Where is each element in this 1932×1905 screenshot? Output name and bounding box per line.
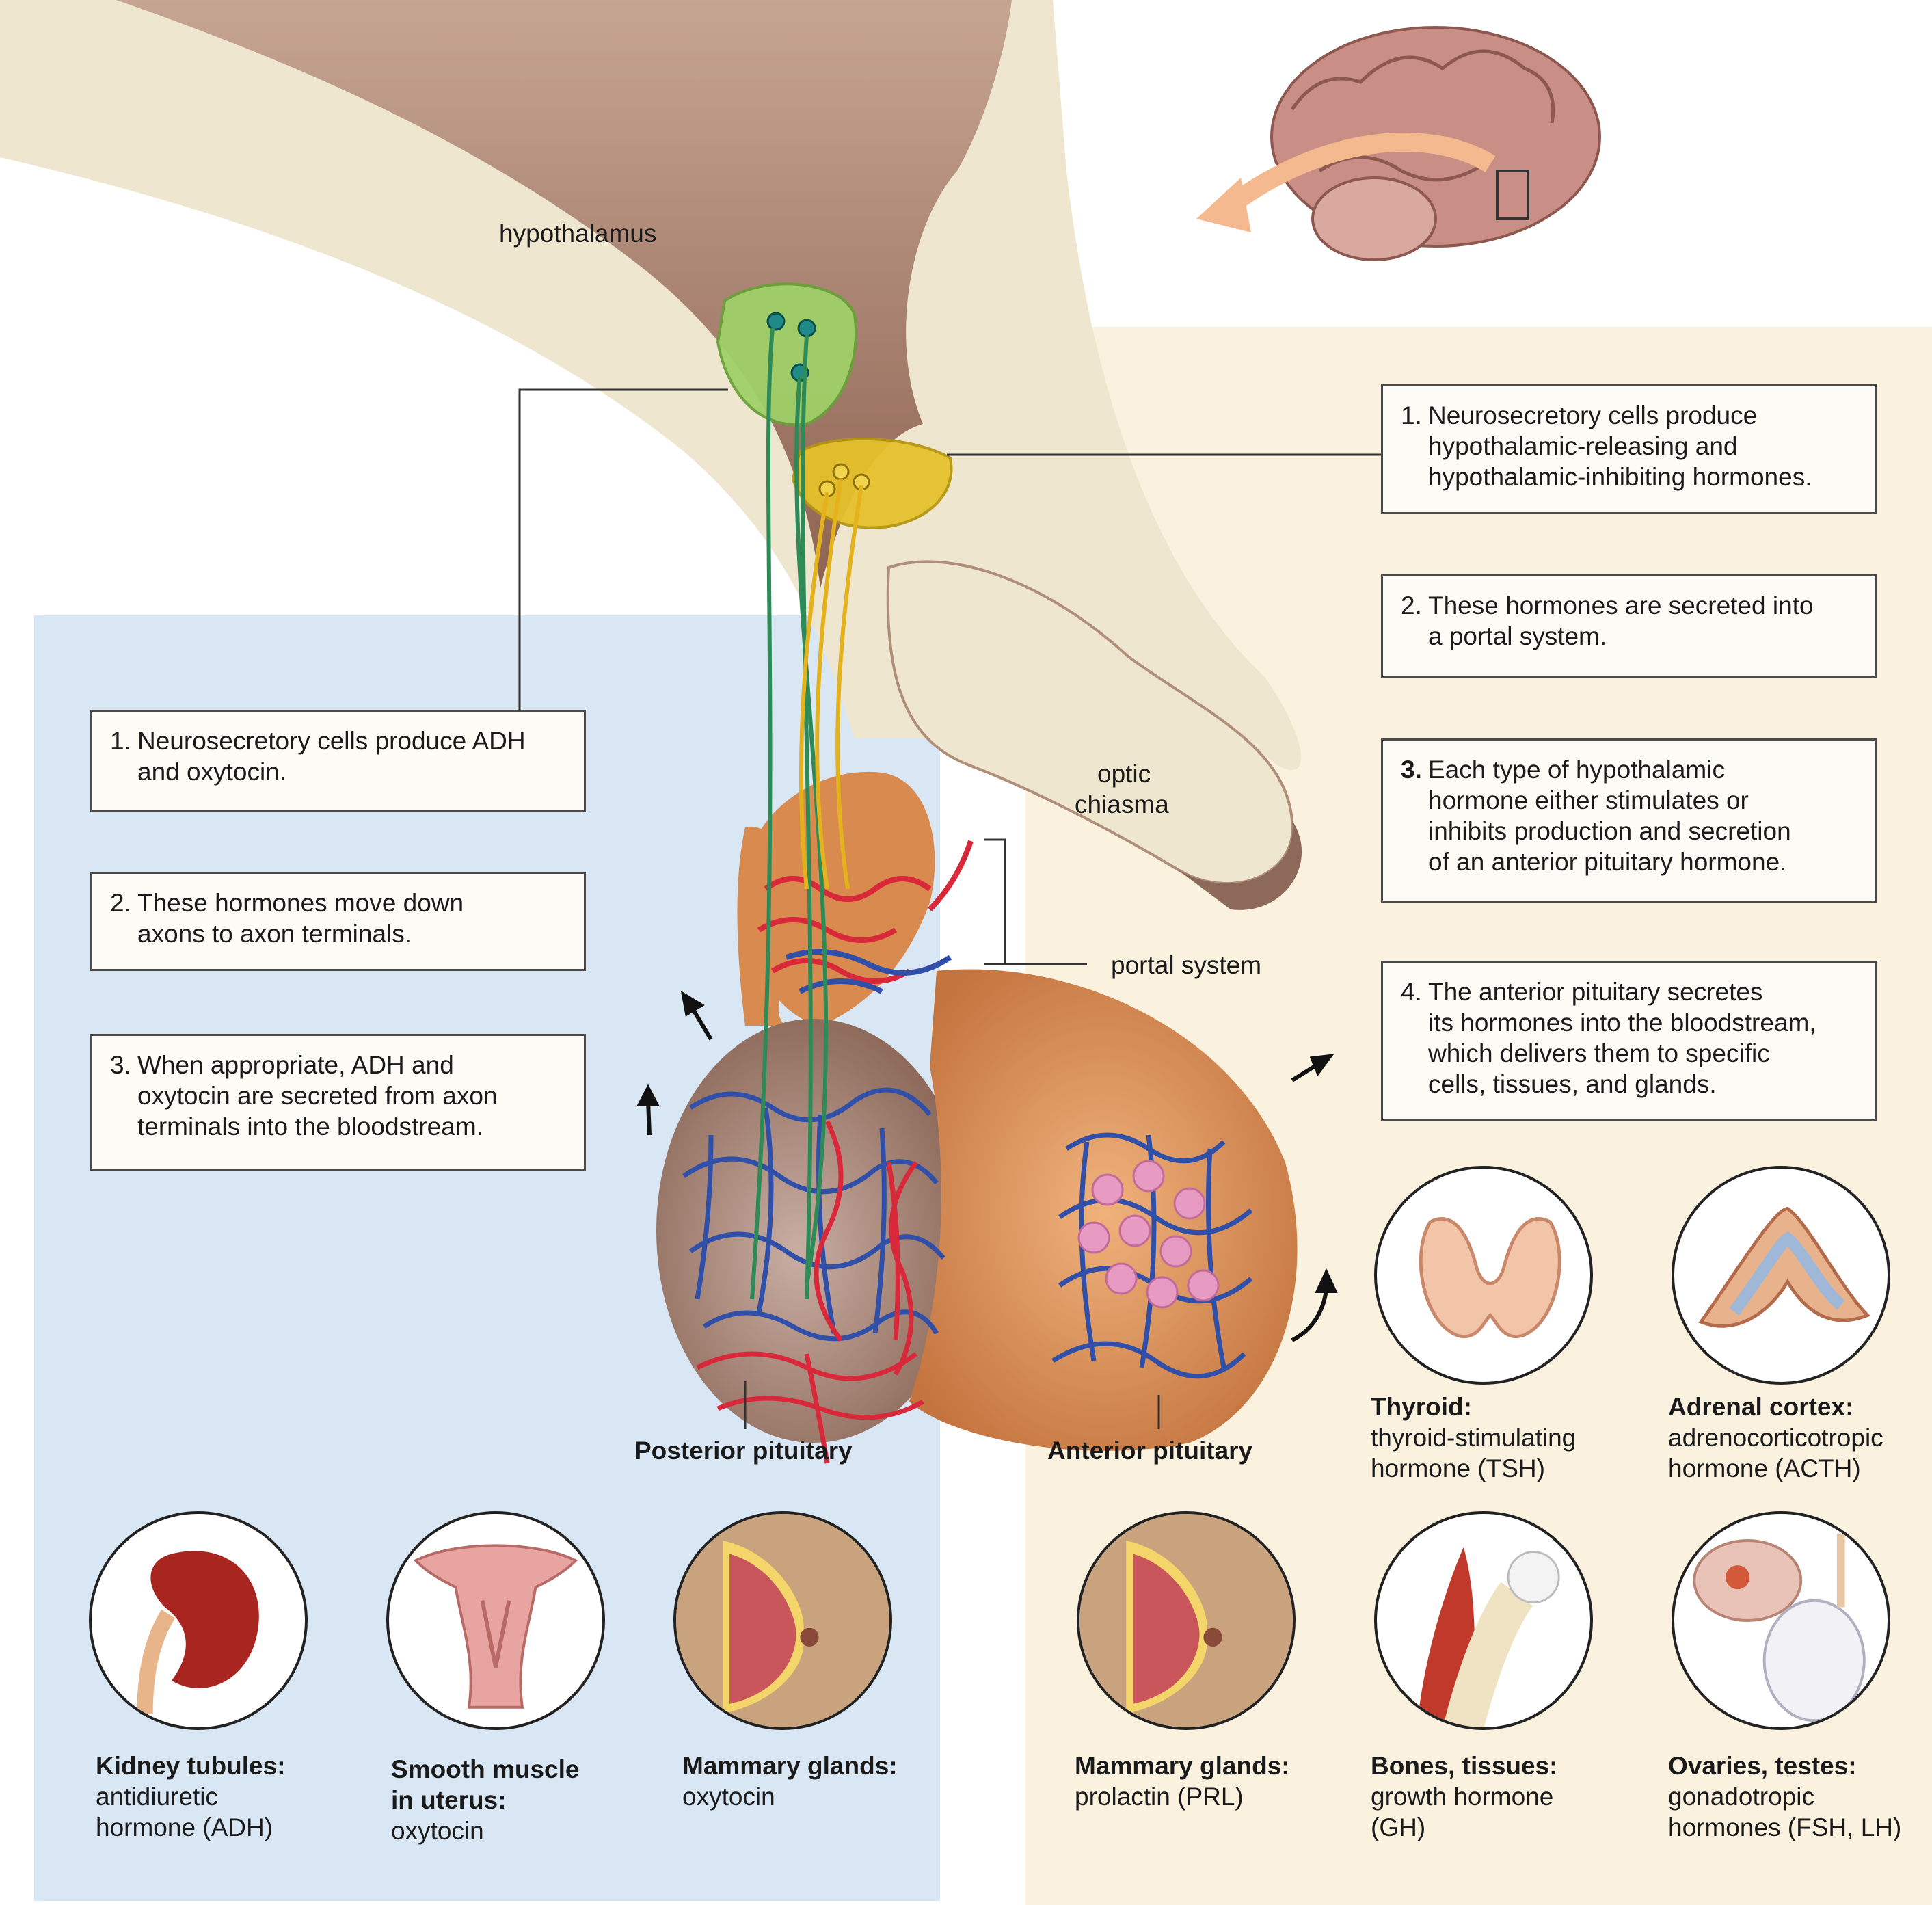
leader-lines (518, 388, 1381, 1429)
adrenal-caption: Adrenal cortex: adrenocorticotropic horm… (1668, 1393, 1883, 1482)
kidney-icon (89, 1511, 308, 1730)
posterior-step-1: 1.Neurosecretory cells produce ADH and o… (90, 710, 586, 812)
posterior-mammary-caption: Mammary glands: oxytocin (682, 1752, 898, 1811)
bones-caption: Bones, tissues: growth hormone (GH) (1371, 1752, 1558, 1841)
posterior-step-2: 2.These hormones move down axons to axon… (90, 872, 586, 971)
posterior-capillaries (682, 1087, 945, 1464)
anterior-capillaries (1051, 1132, 1253, 1379)
portal-system-label: portal system (1111, 951, 1262, 979)
optic-chiasma-label-1: optic (1097, 760, 1151, 788)
blood-flow-arrows (636, 991, 1338, 1342)
uterus-icon (386, 1511, 605, 1730)
optic-chiasma (886, 560, 1294, 885)
anterior-pituitary-label: Anterior pituitary (1047, 1437, 1253, 1465)
anterior-step-2: 2.These hormones are secreted into a por… (1381, 574, 1877, 678)
yellow-neuron-cluster (791, 437, 953, 529)
mammary-gland-icon (673, 1511, 892, 1730)
uterus-caption: Smooth muscle in uterus: oxytocin (391, 1755, 580, 1845)
kidney-caption: Kidney tubules: antidiuretic hormone (AD… (96, 1752, 286, 1841)
mammary-gland-icon (1077, 1511, 1296, 1730)
green-neuron-cluster (716, 282, 857, 426)
brain-thumbnail (1196, 26, 1601, 261)
pituitary-cells (1077, 1160, 1220, 1309)
anterior-step-3: 3.Each type of hypothalamic hormone eith… (1381, 738, 1877, 903)
thyroid-caption: Thyroid: thyroid-stimulating hormone (TS… (1371, 1393, 1577, 1482)
portal-plexus (757, 840, 974, 994)
hypothalamus-tissue (116, 0, 1012, 588)
green-axons (750, 328, 828, 1300)
gonads-caption: Ovaries, testes: gonadotropic hormones (… (1668, 1752, 1902, 1841)
ovary-testis-icon (1672, 1511, 1890, 1730)
adrenal-cortex-icon (1672, 1166, 1890, 1385)
hypothalamus-label: hypothalamus (499, 219, 657, 248)
posterior-step-3: 3.When appropriate, ADH and oxytocin are… (90, 1034, 586, 1171)
anterior-pituitary-lobe (909, 969, 1298, 1451)
thyroid-icon (1374, 1166, 1593, 1385)
bone-muscle-icon (1374, 1511, 1593, 1730)
anterior-step-4: 4.The anterior pituitary secretes its ho… (1381, 961, 1877, 1121)
anterior-step-1: 1.Neurosecretory cells produce hypothala… (1381, 384, 1877, 514)
optic-chiasma-label-2: chiasma (1075, 790, 1169, 818)
yellow-axons (799, 478, 863, 890)
anterior-mammary-caption: Mammary glands: prolactin (PRL) (1075, 1752, 1290, 1811)
posterior-pituitary-label: Posterior pituitary (634, 1437, 853, 1465)
